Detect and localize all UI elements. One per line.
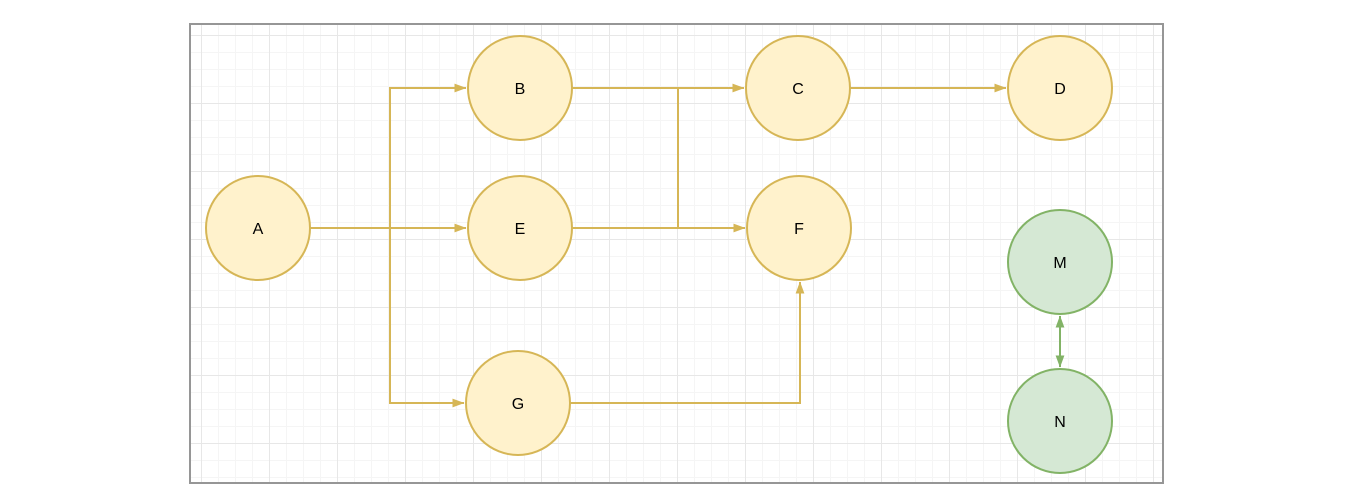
- node-M-label: M: [1053, 255, 1066, 272]
- edge-g-f[interactable]: [570, 281, 805, 404]
- node-E[interactable]: E: [467, 175, 573, 281]
- node-F-shape: [746, 175, 852, 281]
- node-F[interactable]: F: [746, 175, 852, 281]
- node-A-label: A: [253, 221, 264, 238]
- node-A[interactable]: A: [205, 175, 311, 281]
- node-D-label: D: [1054, 81, 1066, 98]
- node-G-shape: [465, 350, 571, 456]
- node-E-shape: [467, 175, 573, 281]
- node-C-shape: [745, 35, 851, 141]
- node-A-shape: [205, 175, 311, 281]
- node-D[interactable]: D: [1007, 35, 1113, 141]
- node-E-label: E: [515, 221, 526, 238]
- edge-a-b[interactable]: [389, 83, 467, 228]
- diagram-canvas: [189, 23, 1164, 484]
- node-C-label: C: [792, 81, 804, 98]
- node-F-label: F: [794, 221, 804, 238]
- node-B-shape: [467, 35, 573, 141]
- node-G-label: G: [512, 396, 524, 413]
- node-B-label: B: [515, 81, 526, 98]
- node-M[interactable]: M: [1007, 209, 1113, 315]
- edge-a-g[interactable]: [389, 228, 465, 408]
- node-N-shape: [1007, 368, 1113, 474]
- node-N[interactable]: N: [1007, 368, 1113, 474]
- node-G[interactable]: G: [465, 350, 571, 456]
- node-C[interactable]: C: [745, 35, 851, 141]
- node-M-shape: [1007, 209, 1113, 315]
- node-N-label: N: [1054, 414, 1066, 431]
- node-B[interactable]: B: [467, 35, 573, 141]
- node-D-shape: [1007, 35, 1113, 141]
